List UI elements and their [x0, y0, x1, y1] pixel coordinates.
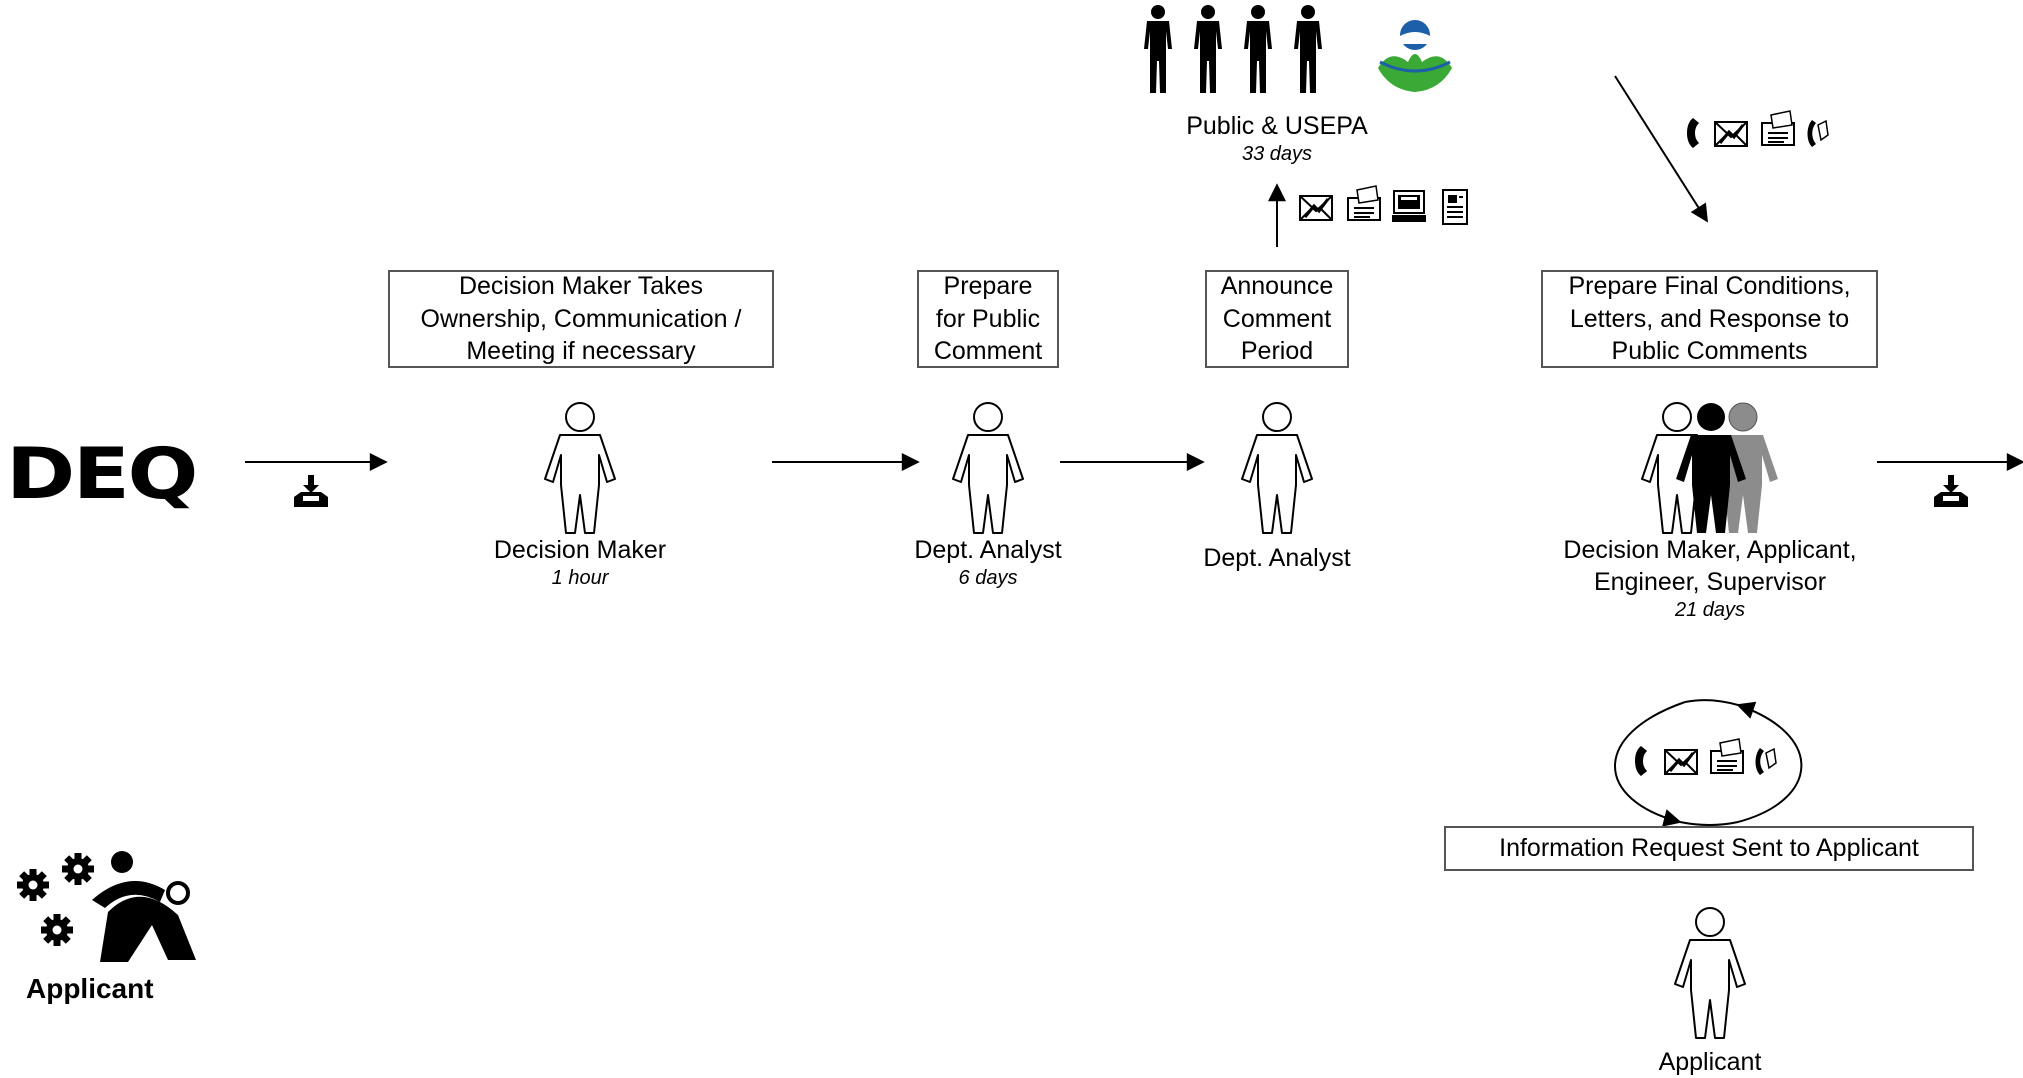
info-channel-icons	[1635, 738, 1777, 776]
step-title-line: Meeting if necessary	[466, 337, 696, 366]
step-title-line: Public Comments	[1611, 337, 1808, 366]
inbox-icon	[1934, 475, 1968, 507]
step-role-label: Decision Maker 1 hour	[440, 534, 720, 592]
step-role-label: Dept. Analyst 6 days	[848, 534, 1128, 592]
phone-icon	[1806, 119, 1829, 148]
email-icon	[1663, 748, 1699, 776]
duration-text: 1 hour	[551, 567, 609, 589]
step-title-line: Comment	[933, 337, 1043, 366]
duration-text: 21 days	[1674, 599, 1746, 621]
phone-icon	[1687, 118, 1699, 148]
group-figure	[1641, 402, 1778, 534]
step-title-line: Announce	[1220, 272, 1334, 301]
role-text: Engineer, Supervisor	[1593, 568, 1827, 596]
role-text: Applicant	[1658, 1048, 1762, 1076]
step-title-line: Ownership, Communication /	[420, 304, 742, 333]
usepa-logo-icon	[1365, 10, 1469, 102]
step-role-label: Dept. Analyst	[1137, 542, 1417, 574]
duration-text: 6 days	[958, 567, 1018, 589]
applicant-logo-label: Applicant	[26, 973, 154, 1004]
deq-logo: DEQ	[6, 433, 198, 515]
role-text: Dept. Analyst	[914, 536, 1062, 564]
role-text: Decision Maker, Applicant,	[1563, 536, 1857, 564]
info-request-box: Information Request Sent to Applicant	[1444, 826, 1974, 871]
decision-maker-figure	[544, 402, 616, 534]
step-box-ownership: Decision Maker Takes Ownership, Communic…	[388, 270, 774, 368]
fax-icon	[1761, 110, 1795, 146]
info-request-role: Applicant	[1570, 1046, 1850, 1078]
applicant-logo-icon	[17, 851, 196, 962]
inbox-icon	[294, 475, 328, 507]
phone-icon	[1635, 746, 1647, 776]
info-request-loop	[1614, 699, 1803, 827]
role-text: Dept. Analyst	[1203, 544, 1351, 572]
step-title-line: Decision Maker Takes	[458, 272, 704, 301]
dept-analyst-figure	[952, 402, 1024, 534]
public-channel-icons	[1298, 185, 1468, 225]
dept-analyst-figure	[1241, 402, 1313, 534]
step-box-prepare-public-comment: Prepare for Public Comment	[917, 270, 1059, 368]
email-icon	[1298, 194, 1334, 222]
step-title-line: Period	[1240, 337, 1314, 366]
phone-icon	[1754, 747, 1777, 776]
step-title-line: Comment	[1222, 304, 1332, 333]
public-people-icon	[1144, 5, 1322, 93]
public-duration: 33 days	[1241, 143, 1313, 165]
public-name: Public & USEPA	[1186, 112, 1368, 140]
step-title-line: for Public	[935, 304, 1041, 333]
public-label: Public & USEPA 33 days	[1152, 110, 1402, 168]
applicant-figure	[1674, 907, 1746, 1039]
document-icon	[1442, 189, 1468, 225]
step-box-announce-comment-period: Announce Comment Period	[1205, 270, 1349, 368]
step-box-prepare-final-conditions: Prepare Final Conditions, Letters, and R…	[1541, 270, 1878, 368]
step-title-line: Prepare Final Conditions,	[1568, 272, 1851, 301]
arrow-from-public	[1614, 75, 1708, 223]
fax-icon	[1710, 738, 1744, 774]
deq-logo-text: DEQ	[6, 433, 196, 515]
fax-icon	[1347, 185, 1381, 221]
website-icon	[1391, 190, 1427, 223]
response-channel-icons	[1687, 110, 1829, 148]
step-role-label: Decision Maker, Applicant, Engineer, Sup…	[1510, 534, 1910, 624]
step-title-line: Letters, and Response to	[1569, 304, 1850, 333]
step-title-line: Prepare	[943, 272, 1033, 301]
info-request-title: Information Request Sent to Applicant	[1499, 834, 1919, 863]
email-icon	[1713, 120, 1749, 148]
role-text: Decision Maker	[493, 536, 667, 564]
